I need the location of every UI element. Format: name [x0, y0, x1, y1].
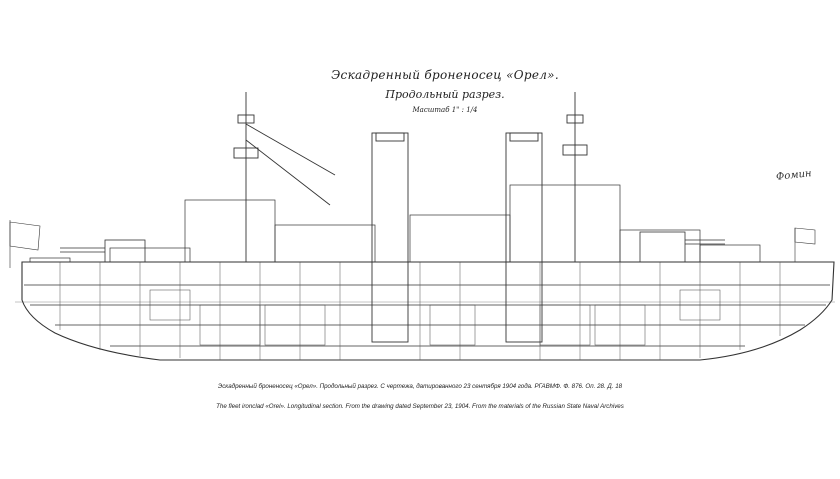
fore-mast: [233, 92, 336, 262]
caption-english: The fleet ironclad «Orel». Longitudinal …: [216, 403, 624, 410]
bow-flag: [794, 227, 816, 262]
forward-funnel: [371, 132, 409, 343]
stern-flag: [9, 220, 41, 268]
gun-turrets: [60, 231, 725, 263]
main-mast: [562, 92, 588, 262]
hull-outline: [21, 261, 835, 361]
bulkheads: [59, 262, 781, 360]
superstructure: [29, 184, 761, 263]
drawing-title: Эскадренный броненосец «Орел». Продольны…: [330, 68, 560, 114]
scale-note: Масштаб 1" : 1/4: [412, 106, 478, 114]
title-line2: Продольный разрез.: [385, 88, 505, 101]
machinery: [149, 289, 721, 346]
title-line1: Эскадренный броненосец «Орел».: [331, 68, 559, 82]
caption-russian: Эскадренный броненосец «Орел». Продольны…: [217, 383, 623, 390]
funnels: [371, 132, 543, 343]
after-funnel: [505, 132, 543, 343]
